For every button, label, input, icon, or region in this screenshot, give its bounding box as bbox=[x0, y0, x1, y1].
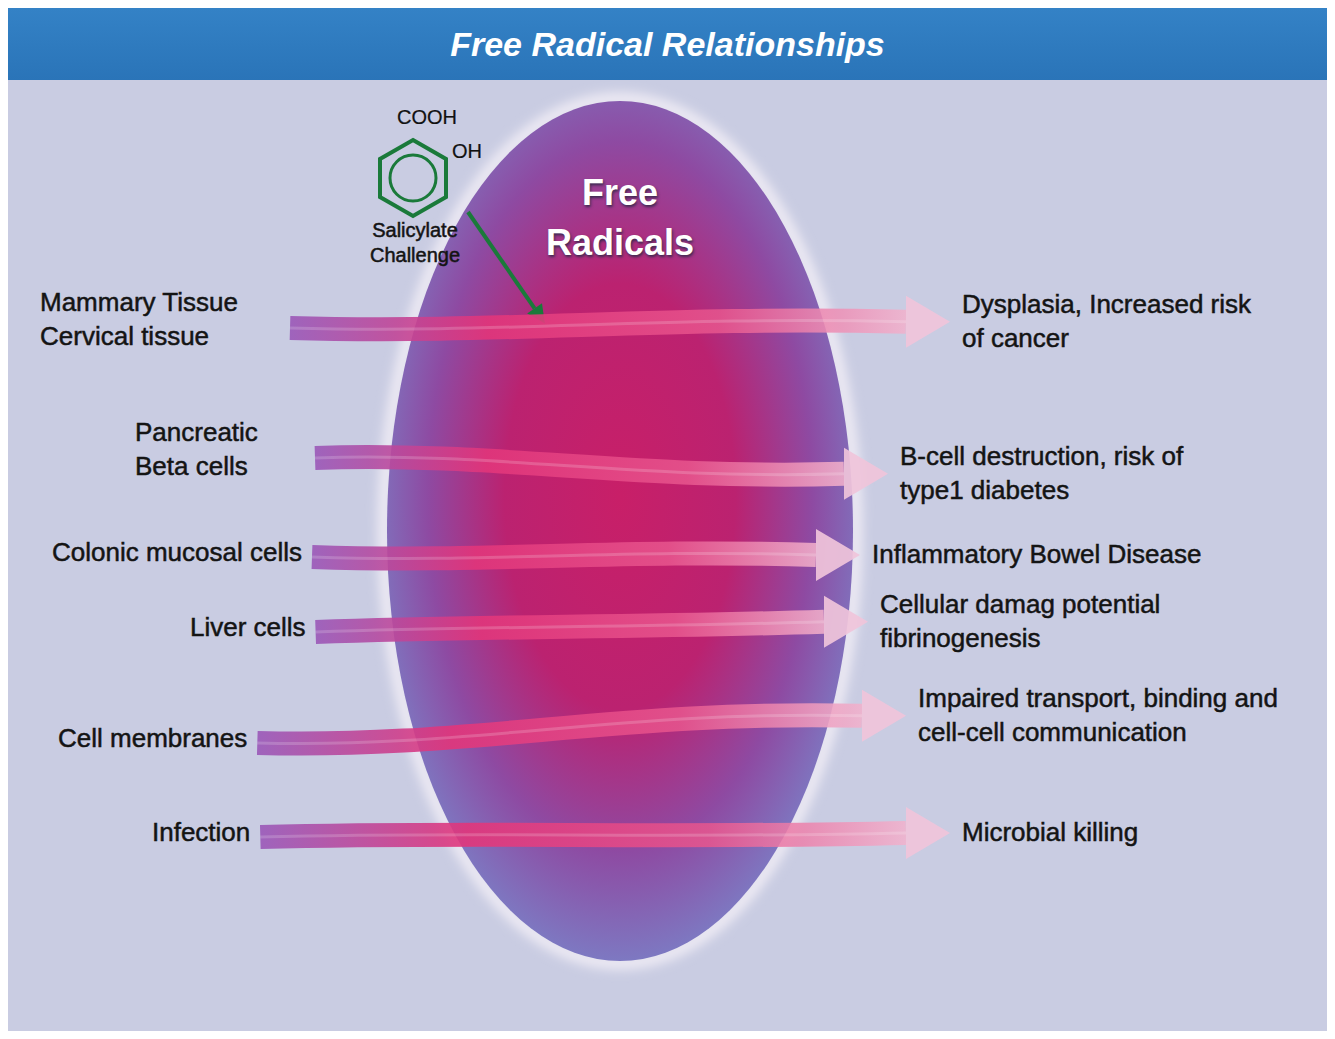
outcome-label: Impaired transport, binding and cell-cel… bbox=[918, 682, 1278, 750]
node-text: Microbial killing bbox=[962, 816, 1138, 850]
tissue-source: Infection bbox=[152, 816, 250, 850]
node-text: Dysplasia, Increased risk of cancer bbox=[962, 288, 1262, 356]
tissue-source: Liver cells bbox=[190, 611, 306, 645]
title-bar: Free Radical Relationships bbox=[8, 8, 1327, 80]
chemical-group: OH bbox=[452, 140, 482, 163]
tissue-source: Cell membranes bbox=[58, 722, 247, 756]
tissue-source: Mammary Tissue Cervical tissue bbox=[40, 286, 280, 354]
salicylate-label: Salicylate Challenge bbox=[356, 218, 474, 268]
node-text: Pancreatic Beta cells bbox=[135, 416, 305, 484]
node-text: Colonic mucosal cells bbox=[52, 536, 302, 570]
chemical-group: COOH bbox=[397, 106, 457, 129]
node-text: Inflammatory Bowel Disease bbox=[872, 538, 1201, 572]
title-text: Free Radical Relationships bbox=[8, 8, 1327, 80]
node-text: Cell membranes bbox=[58, 722, 247, 756]
outcome-label: Cellular damag potential fibrinogenesis bbox=[880, 588, 1210, 656]
outcome-label: Inflammatory Bowel Disease bbox=[872, 538, 1201, 572]
node-text: B-cell destruction, risk of type1 diabet… bbox=[900, 440, 1230, 508]
node-text: Salicylate Challenge bbox=[356, 218, 474, 268]
aromatic-circle bbox=[390, 155, 436, 201]
ellipse-title: Free Radicals bbox=[525, 168, 715, 269]
node-text: Liver cells bbox=[190, 611, 306, 645]
tissue-source: Colonic mucosal cells bbox=[52, 536, 302, 570]
tissue-source: Pancreatic Beta cells bbox=[135, 416, 305, 484]
node-text: Impaired transport, binding and cell-cel… bbox=[918, 682, 1278, 750]
node-text: Infection bbox=[152, 816, 250, 850]
outcome-label: Microbial killing bbox=[962, 816, 1138, 850]
node-text: Mammary Tissue Cervical tissue bbox=[40, 286, 280, 354]
outcome-label: B-cell destruction, risk of type1 diabet… bbox=[900, 440, 1230, 508]
benzene-ring bbox=[380, 140, 446, 216]
node-text: Cellular damag potential fibrinogenesis bbox=[880, 588, 1210, 656]
outcome-label: Dysplasia, Increased risk of cancer bbox=[962, 288, 1262, 356]
